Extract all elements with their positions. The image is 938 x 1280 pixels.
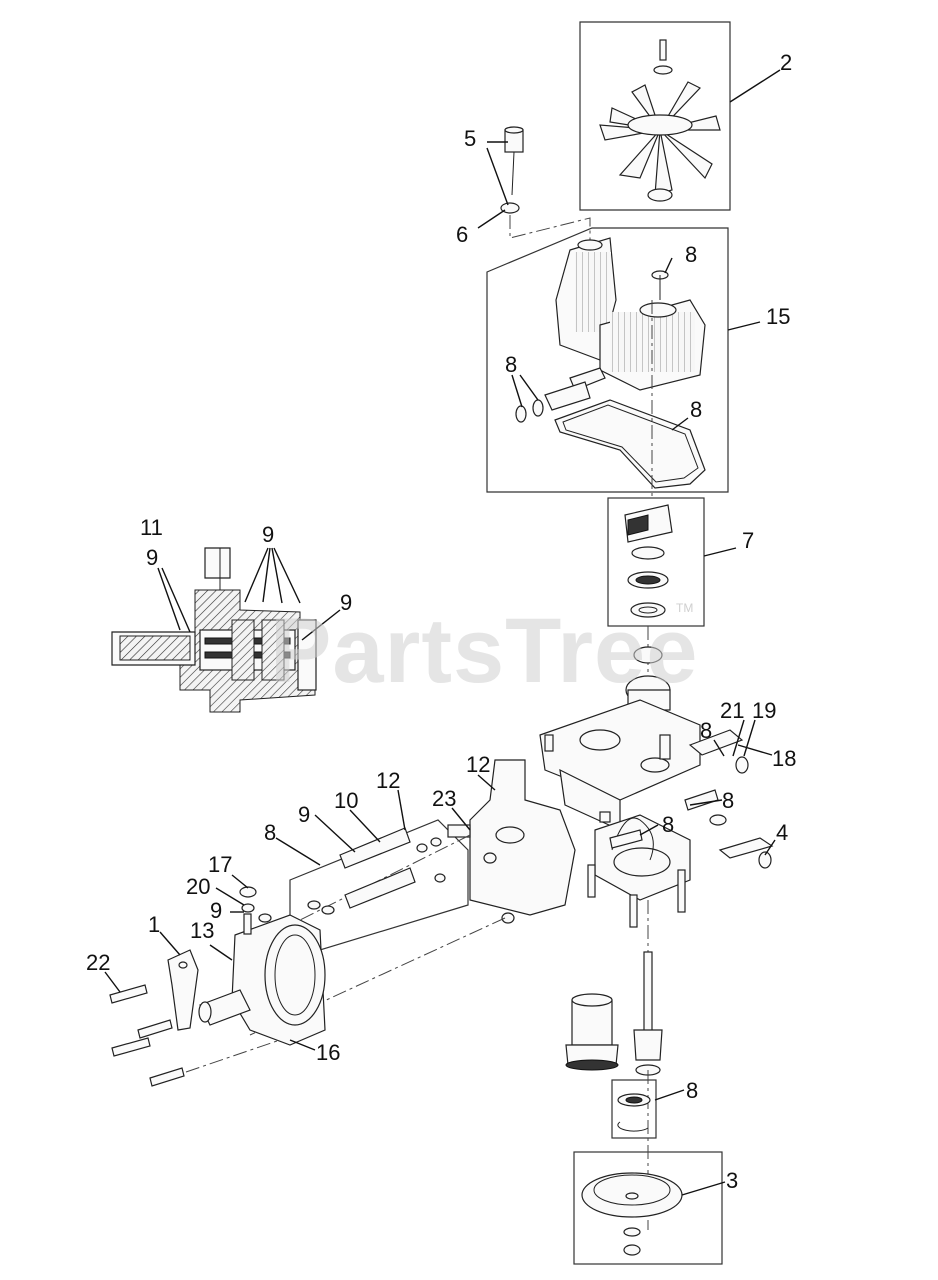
cooling-fan: [599, 39, 721, 202]
callout-8: 8: [690, 397, 702, 422]
callout-8: 8: [722, 788, 734, 813]
svg-text:TM: TM: [676, 601, 693, 615]
callout-20: 20: [186, 874, 210, 899]
callout-9: 9: [298, 802, 310, 827]
callout-22: 22: [86, 950, 110, 975]
callout-17: 17: [208, 852, 232, 877]
callout-10: 10: [334, 788, 358, 813]
callout-labels: 2 5 6 8 15 8 8 7 11 9 9 9 8 21 19 18 12 …: [86, 50, 796, 1193]
callout-13: 13: [190, 918, 214, 943]
callout-8: 8: [686, 1078, 698, 1103]
callout-8: 8: [662, 812, 674, 837]
callout-2: 2: [780, 50, 792, 75]
callout-9: 9: [210, 898, 222, 923]
callout-12: 12: [466, 752, 490, 777]
callout-1: 1: [148, 912, 160, 937]
callout-21: 21: [720, 698, 744, 723]
bearing-assembly-box: [607, 497, 705, 627]
vent-cap: [500, 126, 591, 240]
callout-6: 6: [456, 222, 468, 247]
callout-9: 9: [340, 590, 352, 615]
thrust-washer: [617, 1093, 651, 1132]
callout-9: 9: [262, 522, 274, 547]
transaxle-housing: [239, 759, 576, 1036]
callout-15: 15: [766, 304, 790, 329]
callout-8: 8: [685, 242, 697, 267]
callout-18: 18: [772, 746, 796, 771]
drive-pulley: [581, 1172, 683, 1256]
filter-sleeve: [565, 993, 619, 1071]
motor-housing: [198, 886, 326, 1046]
callout-11: 11: [140, 515, 163, 540]
upper-housing: [515, 237, 706, 500]
callout-9: 9: [146, 545, 158, 570]
housing-assembly-box: [486, 227, 729, 493]
callout-8: 8: [700, 718, 712, 743]
callout-8: 8: [264, 820, 276, 845]
callout-7: 7: [742, 528, 754, 553]
brake-arm-and-bolts: [109, 949, 281, 1087]
svg-text:PartsTree: PartsTree: [270, 600, 698, 702]
center-section: [539, 646, 774, 1000]
callout-12: 12: [376, 768, 400, 793]
callout-16: 16: [316, 1040, 340, 1065]
cross-section-view: [111, 547, 317, 713]
callout-8: 8: [505, 352, 517, 377]
callout-3: 3: [726, 1168, 738, 1193]
watermark: PartsTree TM: [270, 600, 698, 702]
callout-4: 4: [776, 820, 788, 845]
callout-19: 19: [752, 698, 776, 723]
leader-lines: [104, 69, 781, 1196]
callout-5: 5: [464, 126, 476, 151]
callout-23: 23: [432, 786, 456, 811]
check-valve-pins: [307, 827, 446, 915]
fan-assembly-box: [579, 21, 731, 211]
seal-kit-box: [611, 1079, 657, 1139]
